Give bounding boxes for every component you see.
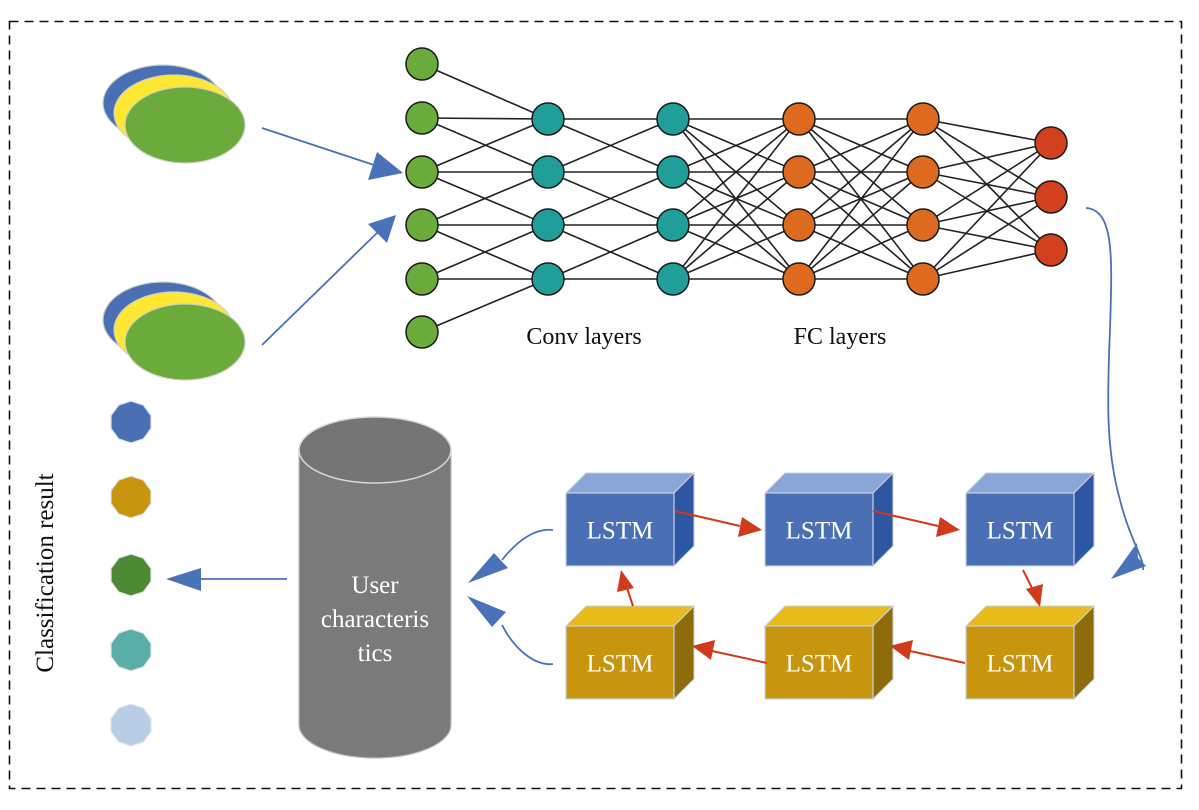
lstm-cell-top-1: LSTM [564, 471, 696, 568]
lstm-label: LSTM [786, 651, 853, 678]
arrow-head-icon [1111, 543, 1146, 579]
node-input-2 [405, 101, 439, 135]
node-input-1 [405, 47, 439, 81]
classification-results [110, 400, 152, 747]
lstm-flow-arrows [617, 510, 1043, 664]
lstm-label: LSTM [587, 651, 654, 678]
lstm-cell-bottom-3: LSTM [964, 604, 1096, 701]
network-edge [922, 118, 1052, 144]
node-conv1-2 [531, 155, 565, 189]
network-edge [421, 171, 549, 226]
network-edge [798, 118, 924, 280]
network-edge [421, 278, 549, 333]
network-nodes [405, 47, 1068, 349]
network-edge [421, 224, 549, 280]
lstm-to-database-arrows [467, 528, 554, 665]
conv-layers-label: Conv layers [526, 324, 641, 350]
node-fc2-3 [906, 208, 940, 242]
classification-result-label: Classification result [32, 473, 59, 672]
network-edge [798, 118, 924, 226]
node-input-3 [405, 155, 439, 189]
network-edge [672, 118, 800, 226]
network-edge [798, 224, 924, 280]
network-edge [922, 249, 1052, 280]
arrow-head-icon [166, 568, 201, 591]
lstm-label: LSTM [987, 651, 1054, 678]
network-edge [672, 171, 800, 280]
database-label-line-2: characteris [321, 606, 429, 633]
lstm-cell-bottom-2: LSTM [763, 604, 895, 701]
node-output-2 [1034, 180, 1068, 214]
network-edges [421, 63, 1052, 333]
node-conv2-4 [656, 262, 690, 296]
fc-layers-label: FC layers [794, 324, 887, 350]
node-conv2-1 [656, 102, 690, 136]
node-fc2-4 [906, 262, 940, 296]
node-conv1-1 [531, 102, 565, 136]
network-edge [672, 118, 800, 280]
image-channel-green [124, 303, 246, 381]
network-edge [421, 63, 549, 120]
node-output-3 [1034, 233, 1068, 267]
network-edge [547, 118, 674, 173]
node-input-5 [405, 262, 439, 296]
network-edge [798, 171, 924, 280]
input-arrow-2 [261, 215, 396, 346]
network-edge [922, 142, 1052, 226]
node-input-4 [405, 208, 439, 242]
lstm-grid: LSTM LSTM LSTM LSTM LSTM LSTM [564, 471, 1096, 701]
node-fc1-4 [782, 262, 816, 296]
node-fc2-1 [906, 102, 940, 136]
lstm-label: LSTM [987, 518, 1054, 545]
output-to-lstm-arrow [1085, 207, 1146, 579]
input-image-stack-1 [102, 64, 246, 164]
classification-class-3 [110, 553, 152, 597]
network-edge [547, 171, 674, 226]
database-label-line-1: User [351, 572, 399, 599]
network-edge [922, 142, 1052, 173]
dashed-border [8, 20, 1183, 790]
node-fc1-2 [782, 155, 816, 189]
network-edge [421, 117, 549, 120]
lstm-cell-bottom-1: LSTM [564, 604, 696, 701]
node-fc1-3 [782, 208, 816, 242]
node-fc2-2 [906, 155, 940, 189]
node-conv2-2 [656, 155, 690, 189]
lstm-cell-top-3: LSTM [964, 471, 1096, 568]
classification-class-5 [110, 703, 152, 747]
input-images [102, 64, 246, 381]
node-conv1-3 [531, 208, 565, 242]
node-conv2-3 [656, 208, 690, 242]
input-arrow-1 [261, 127, 403, 180]
network-edge [922, 142, 1052, 280]
lstm-cell-top-2: LSTM [763, 471, 895, 568]
network-edge [547, 224, 674, 280]
network-edge [672, 224, 800, 280]
classification-class-1 [110, 400, 152, 444]
classification-class-4 [110, 628, 152, 672]
network-edge [922, 196, 1052, 280]
node-input-6 [405, 315, 439, 349]
database-to-classification-arrow [166, 568, 287, 591]
database-label-line-3: tics [358, 640, 393, 667]
network-edge [798, 118, 924, 173]
user-characteristics-database: User characteris tics [298, 416, 452, 759]
network-edge [672, 118, 800, 173]
node-conv1-4 [531, 262, 565, 296]
arrow-head-icon [368, 152, 403, 180]
network-edge [421, 118, 549, 173]
lstm-label: LSTM [587, 518, 654, 545]
input-image-stack-2 [102, 281, 246, 381]
arrow-head-icon [368, 215, 396, 243]
image-channel-green [124, 86, 246, 164]
classification-class-2 [110, 475, 152, 519]
node-fc1-1 [782, 102, 816, 136]
node-output-1 [1034, 126, 1068, 160]
lstm-label: LSTM [786, 518, 853, 545]
